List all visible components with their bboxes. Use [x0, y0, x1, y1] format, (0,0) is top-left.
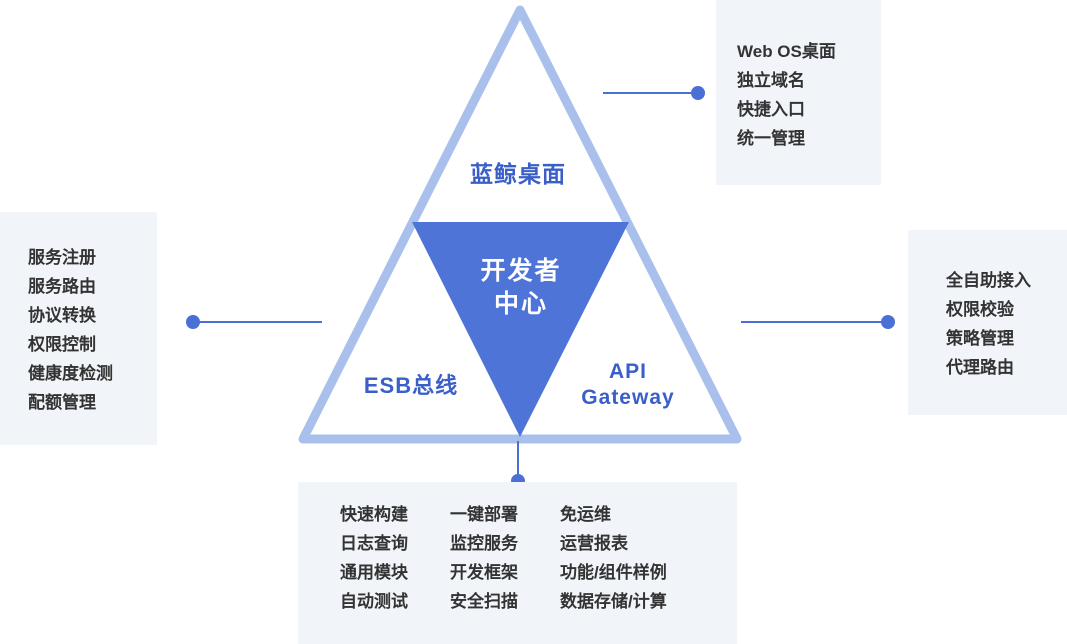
callout-item: 独立域名 — [737, 71, 805, 90]
callout-item: 健康度检测 — [28, 364, 113, 383]
callout-item: 免运维 — [560, 505, 612, 524]
callout-item: 安全扫描 — [450, 592, 519, 611]
callout-column: 免运维 运营报表 功能/组件样例 数据存储/计算 — [560, 500, 737, 644]
callout-item: 通用模块 — [340, 563, 408, 582]
callout-item: Web OS桌面 — [737, 42, 836, 61]
callout-column: 一键部署 监控服务 开发框架 安全扫描 — [450, 500, 560, 644]
callout-item: 服务注册 — [28, 248, 96, 267]
callout-item: 全自助接入 — [946, 271, 1031, 290]
callout-item: 权限控制 — [28, 335, 96, 354]
callout-item: 运营报表 — [560, 534, 629, 553]
label-developer-center: 开发者 中心 — [480, 255, 561, 321]
callout-item: 服务路由 — [28, 277, 96, 296]
callout-esb-features: 服务注册 服务路由 协议转换 权限控制 健康度检测 配额管理 — [0, 212, 157, 445]
callout-item: 一键部署 — [450, 505, 519, 524]
connector-dot-top-right — [691, 86, 705, 100]
callout-item: 数据存储/计算 — [560, 592, 667, 611]
label-developer-center-line2: 中心 — [493, 290, 549, 318]
inner-triangle — [412, 222, 629, 437]
callout-item: 开发框架 — [450, 563, 519, 582]
label-api-gateway-line2: Gateway — [581, 386, 675, 409]
callout-item: 快速构建 — [340, 505, 408, 524]
callout-devcenter-features: 快速构建 日志查询 通用模块 自动测试 一键部署 监控服务 开发框架 安全扫描 … — [298, 482, 737, 644]
callout-item: 代理路由 — [946, 358, 1014, 377]
callout-column: 快速构建 日志查询 通用模块 自动测试 — [340, 500, 450, 644]
label-developer-center-line1: 开发者 — [480, 257, 562, 285]
callout-item: 快捷入口 — [737, 100, 805, 119]
callout-item: 统一管理 — [737, 129, 805, 148]
label-api-gateway: API Gateway — [581, 359, 674, 411]
label-api-gateway-line1: API — [608, 360, 648, 383]
callout-item: 监控服务 — [450, 534, 519, 553]
callout-gateway-features: 全自助接入 权限校验 策略管理 代理路由 — [908, 230, 1067, 415]
callout-item: 权限校验 — [946, 300, 1014, 319]
callout-item: 协议转换 — [28, 306, 96, 325]
label-esb-bus: ESB总线 — [363, 373, 459, 398]
callout-item: 日志查询 — [340, 534, 408, 553]
connector-dot-right — [881, 315, 895, 329]
callout-item: 功能/组件样例 — [560, 563, 667, 582]
callout-item: 配额管理 — [28, 393, 96, 412]
callout-item: 策略管理 — [946, 329, 1014, 348]
callout-desktop-features: Web OS桌面 独立域名 快捷入口 统一管理 — [716, 0, 881, 185]
connector-dot-left — [186, 315, 200, 329]
callout-item: 自动测试 — [340, 592, 408, 611]
label-blueking-desktop: 蓝鲸桌面 — [470, 161, 566, 187]
